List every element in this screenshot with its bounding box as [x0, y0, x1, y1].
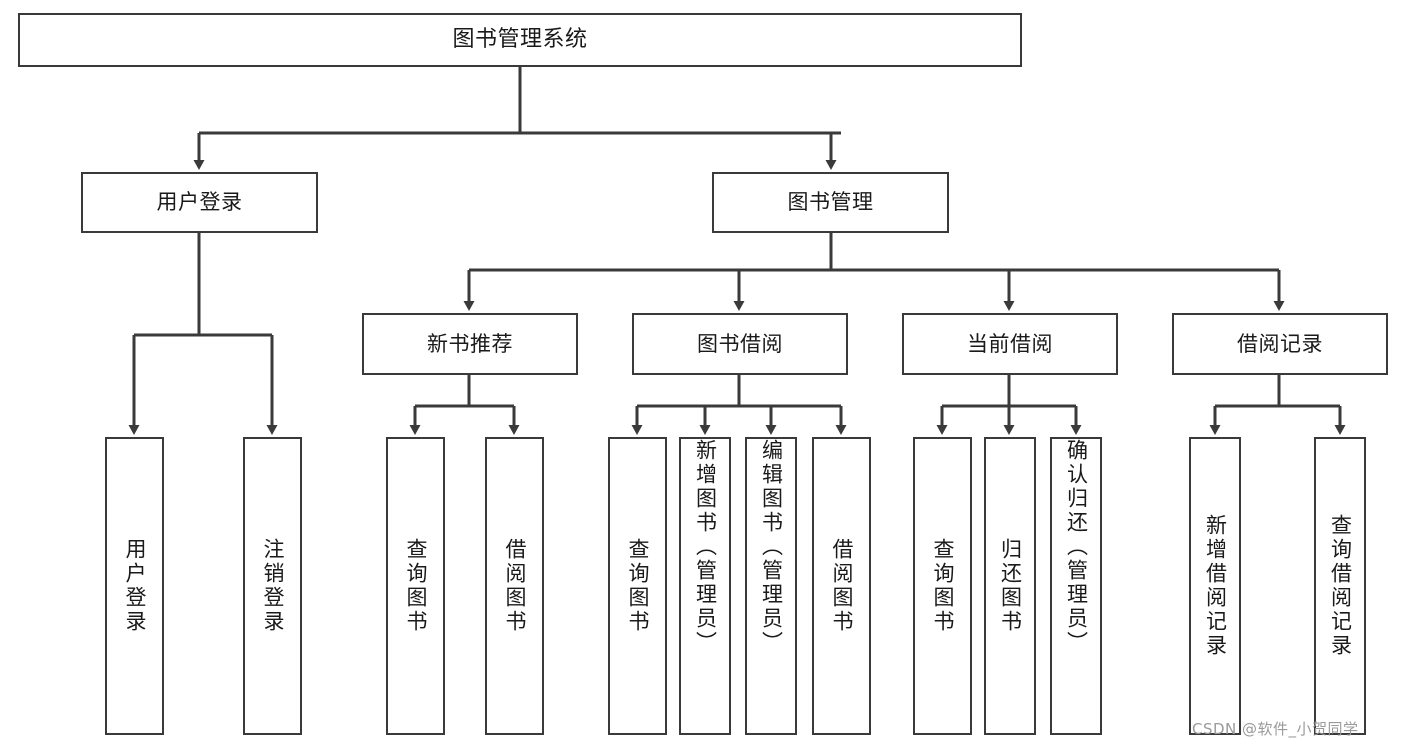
- leaf-confirm-return-admin-label: 确认归还（管理员）: [1064, 439, 1089, 655]
- leaf-user-login[interactable]: 用户登录: [105, 437, 164, 735]
- node-new-book-recommend-label: 新书推荐: [427, 331, 513, 356]
- leaf-user-login-label: 用户登录: [123, 538, 147, 634]
- leaf-edit-book-admin-label: 编辑图书（管理员）: [759, 439, 784, 655]
- node-user-login[interactable]: 用户登录: [81, 172, 318, 233]
- leaf-query-book-current-label: 查询图书: [931, 538, 955, 634]
- leaf-query-book-current[interactable]: 查询图书: [913, 437, 972, 735]
- leaf-return-book-label: 归还图书: [998, 538, 1023, 634]
- node-book-management-label: 图书管理: [787, 190, 874, 215]
- leaf-edit-book-admin[interactable]: 编辑图书（管理员）: [745, 437, 797, 735]
- node-borrow-record[interactable]: 借阅记录: [1172, 313, 1388, 375]
- leaf-borrow-book-recommend[interactable]: 借阅图书: [485, 437, 544, 735]
- csdn-watermark: CSDN @软件_小贺同学: [1192, 720, 1359, 738]
- node-borrow-record-label: 借阅记录: [1237, 331, 1323, 356]
- leaf-add-book-admin[interactable]: 新增图书（管理员）: [679, 437, 731, 735]
- node-book-borrow[interactable]: 图书借阅: [632, 313, 848, 375]
- leaf-borrow-book-label: 借阅图书: [830, 538, 854, 634]
- node-new-book-recommend[interactable]: 新书推荐: [362, 313, 578, 375]
- leaf-borrow-book-recommend-label: 借阅图书: [503, 538, 527, 634]
- node-user-login-label: 用户登录: [156, 190, 243, 215]
- leaf-return-book[interactable]: 归还图书: [984, 437, 1036, 735]
- leaf-add-borrow-record[interactable]: 新增借阅记录: [1189, 437, 1241, 735]
- leaf-borrow-book[interactable]: 借阅图书: [812, 437, 871, 735]
- node-current-borrow[interactable]: 当前借阅: [902, 313, 1118, 375]
- node-book-borrow-label: 图书借阅: [697, 331, 783, 356]
- leaf-query-book-borrow-label: 查询图书: [626, 538, 650, 634]
- leaf-add-book-admin-label: 新增图书（管理员）: [693, 439, 718, 655]
- leaf-query-book-borrow[interactable]: 查询图书: [608, 437, 667, 735]
- leaf-logout[interactable]: 注销登录: [243, 437, 302, 735]
- leaf-query-borrow-record-label: 查询借阅记录: [1328, 514, 1353, 658]
- node-root[interactable]: 图书管理系统: [18, 13, 1022, 67]
- leaf-query-borrow-record[interactable]: 查询借阅记录: [1314, 437, 1366, 735]
- leaf-logout-label: 注销登录: [261, 538, 285, 634]
- leaf-query-book-recommend-label: 查询图书: [404, 538, 428, 634]
- leaf-query-book-recommend[interactable]: 查询图书: [386, 437, 445, 735]
- node-book-management[interactable]: 图书管理: [712, 172, 949, 233]
- node-current-borrow-label: 当前借阅: [967, 331, 1053, 356]
- node-root-label: 图书管理系统: [452, 27, 588, 53]
- leaf-confirm-return-admin[interactable]: 确认归还（管理员）: [1050, 437, 1102, 735]
- leaf-add-borrow-record-label: 新增借阅记录: [1203, 514, 1228, 658]
